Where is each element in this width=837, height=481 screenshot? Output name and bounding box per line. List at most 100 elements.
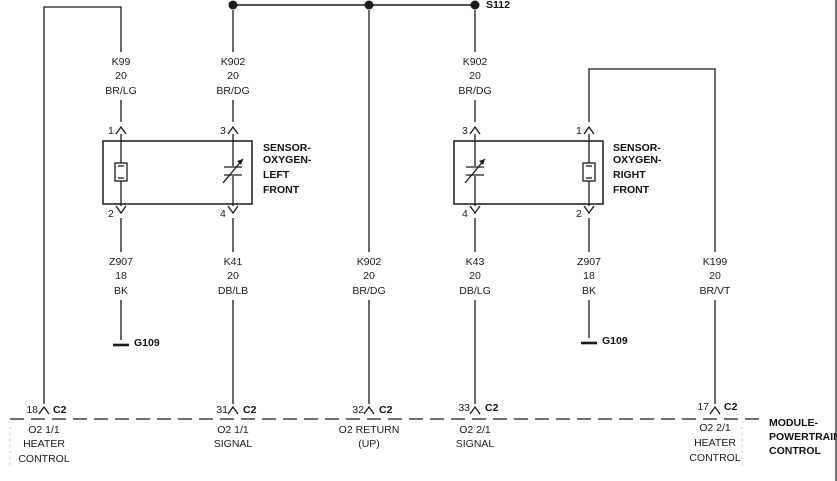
- svg-text:K41: K41: [224, 256, 243, 268]
- svg-text:SIGNAL: SIGNAL: [456, 438, 495, 450]
- svg-text:31: 31: [216, 404, 228, 416]
- svg-text:20: 20: [227, 270, 239, 282]
- pin-3: 3: [462, 125, 468, 137]
- svg-text:K99: K99: [112, 56, 131, 68]
- svg-text:(UP): (UP): [358, 438, 380, 450]
- variable-resistor-icon: [222, 158, 244, 184]
- svg-text:BR/LG: BR/LG: [105, 85, 137, 97]
- svg-text:C2: C2: [379, 404, 393, 416]
- svg-text:HEATER: HEATER: [23, 438, 65, 450]
- wire-labels-bottom: Z907 18 BK K41 20 DB/LB K902 20 BR/DG K4…: [109, 256, 731, 297]
- svg-text:20: 20: [709, 270, 721, 282]
- svg-text:O2 1/1: O2 1/1: [28, 424, 60, 436]
- heater-element-icon: [114, 162, 128, 182]
- svg-text:CONTROL: CONTROL: [689, 452, 740, 464]
- sensor-left-label: FRONT: [263, 184, 300, 196]
- sensor-right-box: [453, 140, 604, 205]
- svg-text:BK: BK: [114, 285, 128, 297]
- sensor-right-label: FRONT: [613, 184, 650, 196]
- wire-labels-top: K99 20 BR/LG K902 20 BR/DG K902 20 BR/DG: [105, 56, 491, 97]
- svg-text:HEATER: HEATER: [694, 437, 736, 449]
- wire-label: K41 20 DB/LB: [218, 256, 248, 297]
- wire-label: Z907 18 BK: [109, 256, 133, 297]
- wire-label: Z907 18 BK: [577, 256, 601, 297]
- svg-text:CONTROL: CONTROL: [18, 453, 69, 465]
- wire-label: K902 20 BR/DG: [352, 256, 385, 297]
- svg-text:C2: C2: [53, 404, 67, 416]
- module-boundary: [9, 418, 760, 465]
- svg-text:CONTROL: CONTROL: [769, 445, 821, 457]
- sensor-right-label: RIGHT: [613, 169, 646, 181]
- variable-resistor-icon: [464, 158, 486, 184]
- wire-label: K43 20 DB/LG: [459, 256, 491, 297]
- ground-label: G109: [602, 335, 628, 347]
- svg-text:MODULE-: MODULE-: [769, 417, 818, 429]
- svg-text:C2: C2: [724, 401, 738, 413]
- wire-paths: [43, 6, 716, 404]
- svg-text:20: 20: [363, 270, 375, 282]
- wire-label: K902 20 BR/DG: [216, 56, 249, 97]
- sensor-left-box: [102, 140, 253, 205]
- svg-text:BK: BK: [582, 285, 596, 297]
- ground-right: G109: [581, 335, 628, 347]
- svg-text:DB/LB: DB/LB: [218, 285, 248, 297]
- sensor-left-label: OXYGEN-: [263, 154, 312, 166]
- svg-text:SIGNAL: SIGNAL: [214, 438, 253, 450]
- module-title: MODULE- POWERTRAIN CONTROL: [769, 417, 837, 457]
- svg-text:20: 20: [469, 270, 481, 282]
- svg-text:20: 20: [227, 70, 239, 82]
- svg-text:20: 20: [469, 70, 481, 82]
- svg-text:BR/DG: BR/DG: [216, 85, 249, 97]
- pin-4: 4: [220, 208, 226, 220]
- svg-text:K902: K902: [221, 56, 246, 68]
- sensor-right-label: OXYGEN-: [613, 154, 662, 166]
- sensor-right-label: SENSOR-: [613, 142, 661, 154]
- svg-text:BR/VT: BR/VT: [700, 285, 732, 297]
- pin-2: 2: [576, 208, 582, 220]
- svg-text:BR/DG: BR/DG: [352, 285, 385, 297]
- pin-2: 2: [108, 208, 114, 220]
- sensor-left-label: SENSOR-: [263, 142, 311, 154]
- wire-label: K199 20 BR/VT: [700, 256, 732, 297]
- splice-dot: [228, 0, 238, 10]
- svg-text:18: 18: [26, 404, 38, 416]
- ground-left: G109: [113, 337, 160, 349]
- pin-1: 1: [108, 125, 114, 137]
- svg-text:DB/LG: DB/LG: [459, 285, 491, 297]
- wire-label: K902 20 BR/DG: [458, 56, 491, 97]
- svg-text:Z907: Z907: [109, 256, 133, 268]
- svg-text:20: 20: [115, 70, 127, 82]
- pcm-pin-18: 18 C2 O2 1/1 HEATER CONTROL: [18, 404, 69, 465]
- svg-text:BR/DG: BR/DG: [458, 85, 491, 97]
- svg-text:K902: K902: [357, 256, 382, 268]
- pcm-pins: 18 C2 O2 1/1 HEATER CONTROL 31 C2 O2 1/1…: [18, 401, 740, 465]
- sensor-right: 3 1 4 2 SENSOR- OXYGEN- RIGHT FRONT: [453, 125, 662, 220]
- pcm-pin-31: 31 C2 O2 1/1 SIGNAL: [214, 404, 257, 450]
- pin-3: 3: [220, 125, 226, 137]
- svg-text:C2: C2: [485, 402, 499, 414]
- sensor-left: 1 3 2 4 SENSOR- OXYGEN- LEFT FRONT: [102, 125, 312, 220]
- svg-text:32: 32: [352, 404, 364, 416]
- svg-text:18: 18: [583, 270, 595, 282]
- svg-text:Z907: Z907: [577, 256, 601, 268]
- svg-text:18: 18: [115, 270, 127, 282]
- svg-text:O2 2/1: O2 2/1: [459, 424, 491, 436]
- svg-text:POWERTRAIN: POWERTRAIN: [769, 431, 837, 443]
- svg-text:O2 RETURN: O2 RETURN: [339, 424, 400, 436]
- pin-markers: [38, 125, 721, 415]
- svg-text:C2: C2: [243, 404, 257, 416]
- ground-label: G109: [134, 337, 160, 349]
- splice-dot: [364, 0, 374, 10]
- svg-text:K199: K199: [703, 256, 728, 268]
- svg-text:K43: K43: [466, 256, 485, 268]
- pin-1: 1: [576, 125, 582, 137]
- pcm-pin-17: 17 C2 O2 2/1 HEATER CONTROL: [689, 401, 740, 464]
- return-bus: S112: [228, 0, 510, 11]
- splice-label: S112: [486, 0, 510, 11]
- svg-text:K902: K902: [463, 56, 488, 68]
- pcm-pin-33: 33 C2 O2 2/1 SIGNAL: [456, 402, 499, 450]
- heater-element-icon: [582, 162, 596, 182]
- svg-text:O2 2/1: O2 2/1: [699, 422, 731, 434]
- sensor-left-label: LEFT: [263, 169, 290, 181]
